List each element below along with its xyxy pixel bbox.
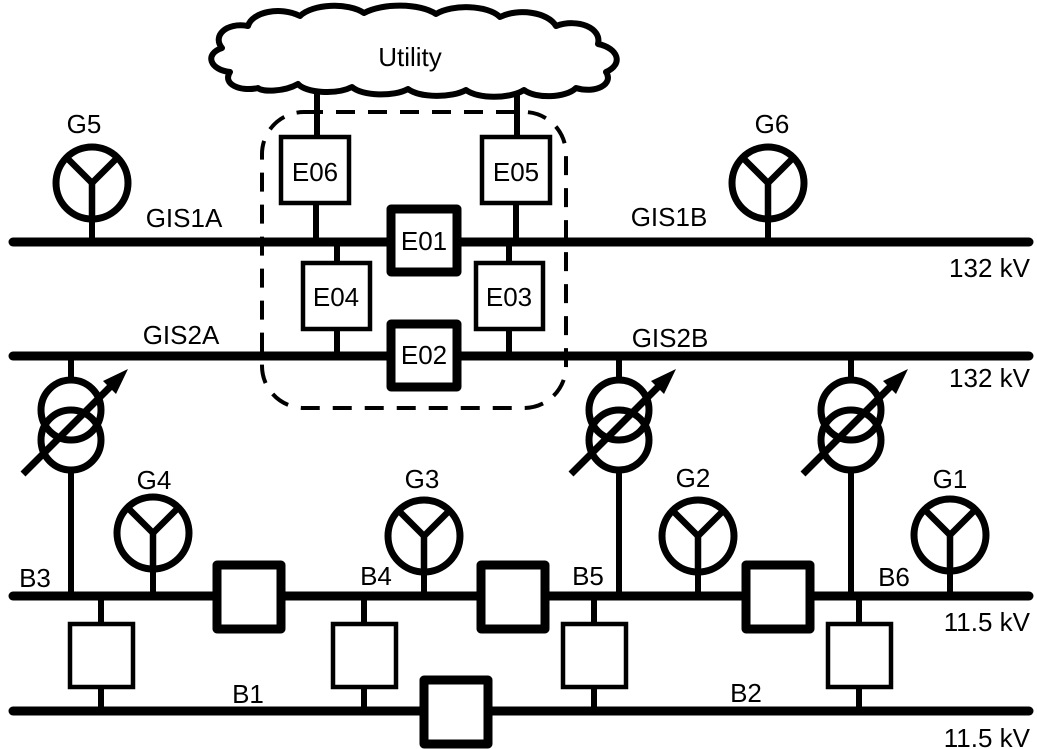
bus-b3-label: B3 — [19, 563, 51, 593]
generator-spoke — [395, 507, 428, 540]
breaker-label: E04 — [313, 282, 359, 312]
lv-upper-voltage-label: 11.5 kV — [944, 607, 1031, 637]
tap-changer-arrow-shaft — [800, 383, 894, 477]
labels: G5 G6 GIS1A GIS1B 132 kV GIS2A GIS2B 132… — [19, 109, 1031, 749]
generator-spoke — [420, 507, 453, 540]
generator-g2-label: G2 — [676, 463, 711, 493]
transformer-2 — [568, 369, 676, 477]
transformer-secondary-winding-icon — [817, 406, 885, 474]
generator-spoke — [921, 506, 954, 539]
lv-lower-voltage-label: 11.5 kV — [944, 723, 1031, 749]
generator-g4-label: G4 — [137, 465, 172, 495]
breaker-label: E01 — [401, 226, 447, 256]
generator-spoke — [63, 154, 96, 187]
transformer-primary-winding-icon — [585, 376, 653, 444]
tie-breaker-b5-b6 — [741, 560, 815, 634]
breaker-e04: E04 — [300, 260, 373, 332]
generator-spoke — [739, 154, 772, 187]
feeder-breaker-1 — [67, 621, 136, 690]
tap-changer-arrow-head — [651, 369, 676, 394]
breaker-label: E02 — [401, 340, 447, 370]
generator-g3 — [384, 496, 464, 576]
bus-b4-label: B4 — [360, 561, 392, 591]
utility-label: Utility — [378, 42, 442, 72]
breaker-box — [479, 134, 553, 206]
generator-g6 — [728, 143, 808, 223]
bus-gis2a-label: GIS2A — [143, 320, 220, 350]
tap-changer-arrow-shaft — [568, 383, 662, 477]
bus-b1-label: B1 — [232, 679, 264, 709]
tap-changer-arrow-head — [883, 369, 908, 394]
generator-spoke — [694, 507, 727, 540]
breaker-e01: E01 — [386, 204, 462, 277]
feeder-breaker-3 — [560, 621, 629, 690]
generator-g5-label: G5 — [67, 109, 102, 139]
generator-g2 — [658, 496, 738, 576]
breaker-box — [386, 204, 462, 277]
feeder-breaker-4 — [825, 621, 894, 690]
generator-spoke — [88, 154, 121, 187]
tie-breaker-b4-b5 — [476, 560, 550, 634]
tap-changer-arrow-head — [103, 369, 128, 394]
breaker-group-boundary — [260, 110, 568, 410]
transformer-3 — [800, 369, 908, 477]
generator-spoke — [124, 504, 157, 537]
gis2-voltage-label: 132 kV — [949, 363, 1031, 393]
breaker-box — [473, 260, 546, 332]
breaker-e02: E02 — [386, 319, 462, 392]
breaker-e05: E05 — [479, 134, 553, 206]
bus-gis2b-label: GIS2B — [632, 323, 709, 353]
buses — [8, 237, 1034, 716]
tap-changer-arrow-shaft — [20, 383, 114, 477]
feeder-breaker-2 — [330, 621, 399, 690]
utility-source: Utility — [208, 2, 620, 100]
breaker-box — [300, 260, 373, 332]
tie-breaker-b1-b2 — [419, 675, 493, 749]
breaker-e06: E06 — [278, 134, 352, 206]
generator-g1 — [910, 495, 990, 575]
transformer-secondary-winding-icon — [585, 406, 653, 474]
generator-g6-label: G6 — [755, 109, 790, 139]
generator-spoke — [764, 154, 797, 187]
bus-gis1b-label: GIS1B — [631, 202, 708, 232]
generator-spoke — [946, 506, 979, 539]
generator-g1-label: G1 — [933, 464, 968, 494]
transformer-1 — [20, 369, 128, 477]
generator-g3-label: G3 — [405, 464, 440, 494]
transformer-secondary-winding-icon — [37, 406, 105, 474]
bus-b5-label: B5 — [572, 561, 604, 591]
bus-b6-label: B6 — [878, 562, 910, 592]
generator-g4 — [113, 493, 193, 573]
breaker-e03: E03 — [473, 260, 546, 332]
generator-spoke — [149, 504, 182, 537]
breaker-box — [386, 319, 462, 392]
breaker-label: E03 — [486, 282, 532, 312]
gis1-voltage-label: 132 kV — [949, 253, 1031, 283]
transformer-primary-winding-icon — [817, 376, 885, 444]
breaker-box — [278, 134, 352, 206]
transformer-primary-winding-icon — [37, 376, 105, 444]
generator-spoke — [669, 507, 702, 540]
generator-g5 — [52, 143, 132, 223]
breaker-label: E05 — [493, 157, 539, 187]
tie-breaker-b3-b4 — [212, 560, 286, 634]
bus-gis1a-label: GIS1A — [146, 203, 223, 233]
breaker-label: E06 — [292, 157, 338, 187]
utility-cloud-icon — [208, 2, 620, 100]
bus-b2-label: B2 — [730, 678, 762, 708]
